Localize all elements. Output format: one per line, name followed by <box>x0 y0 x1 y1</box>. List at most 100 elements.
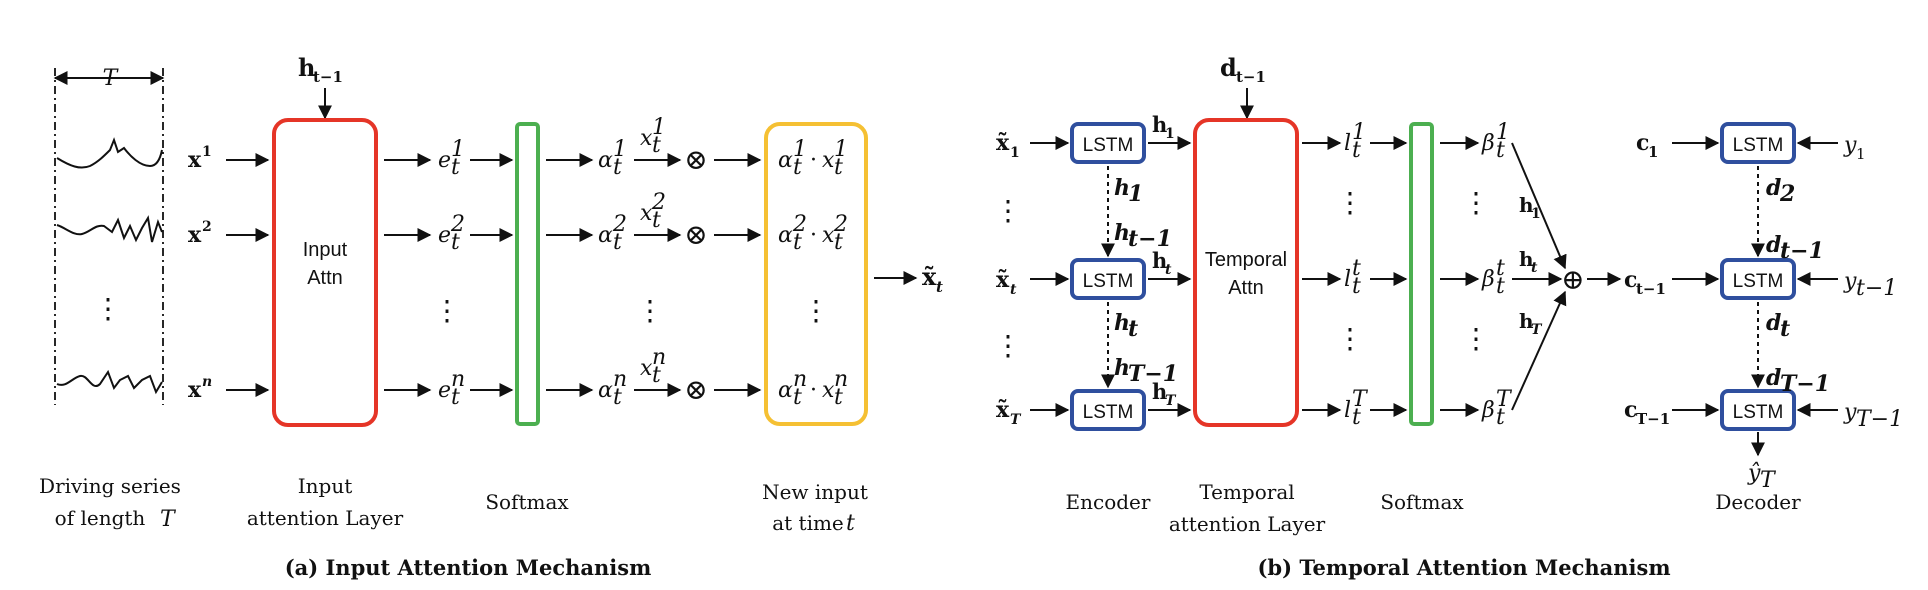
dec-lstm-1 <box>1720 122 1796 164</box>
temporal-attn-box <box>1193 118 1299 427</box>
enc-between-hTm1: h T−1 <box>1114 355 1178 387</box>
svg-text:x: x <box>822 223 835 248</box>
svg-text:y: y <box>1843 133 1857 158</box>
svg-text:1: 1 <box>613 137 627 162</box>
dec-lstm-t-label: LSTM <box>1733 271 1784 292</box>
svg-text:h: h <box>1519 193 1534 217</box>
svg-text:T: T <box>1531 322 1543 338</box>
l-t: l t t <box>1344 256 1361 299</box>
yhat: ŷ T <box>1747 461 1777 493</box>
svg-text:1: 1 <box>202 144 212 160</box>
input-layer-label-2: attention Layer <box>247 506 404 530</box>
svg-text:x̃: x̃ <box>996 267 1010 293</box>
enc-between-h1: h 1 <box>1114 175 1143 207</box>
svg-text:h: h <box>1152 379 1167 404</box>
l-vdots-2: ⋮ <box>1336 322 1364 355</box>
caption-a: (a) Input Attention Mechanism <box>285 555 652 580</box>
svg-text:d: d <box>1766 232 1781 258</box>
svg-text:t: t <box>793 230 802 255</box>
svg-text:t: t <box>652 133 661 158</box>
svg-text:t: t <box>451 385 460 410</box>
svg-text:t: t <box>1128 316 1138 342</box>
enc-lstm-1-label: LSTM <box>1083 135 1134 156</box>
svg-text:t−1: t−1 <box>1128 226 1172 252</box>
new-input-n: α t n · x t n <box>778 367 848 410</box>
series-curve-1 <box>56 137 163 169</box>
temporal-layer-label-2: attention Layer <box>1169 512 1326 536</box>
svg-text:t: t <box>834 230 843 255</box>
input-x1: x 1 <box>188 144 212 173</box>
svg-text:t: t <box>1496 256 1505 281</box>
svg-text:c: c <box>1624 397 1637 423</box>
enc-input-vdots-1: ⋮ <box>994 194 1022 227</box>
svg-text:t: t <box>652 363 661 388</box>
svg-text:2: 2 <box>1779 181 1795 207</box>
temporal-attn-label-2: Attn <box>1228 277 1264 299</box>
dec-lstm-1-label: LSTM <box>1733 135 1784 156</box>
enc-hidden-hT: h T <box>1152 379 1177 409</box>
svg-text:h: h <box>1152 248 1167 273</box>
series-curve-2 <box>56 215 163 243</box>
svg-text:1: 1 <box>1128 181 1143 207</box>
svg-text:1: 1 <box>1165 126 1175 142</box>
energy-e2: e t 2 <box>438 212 465 255</box>
svg-text:h: h <box>298 53 315 82</box>
svg-text:x: x <box>640 201 653 226</box>
dec-y1: y 1 <box>1843 133 1866 163</box>
dec-lstm-T <box>1720 389 1796 431</box>
input-attn-box <box>272 118 378 427</box>
beta-vdots-2: ⋮ <box>1462 322 1490 355</box>
dec-yTm1: y T−1 <box>1843 400 1903 432</box>
output-xt: x̃ t <box>922 262 943 296</box>
svg-text:e: e <box>438 148 451 173</box>
svg-text:t: t <box>613 155 622 180</box>
svg-text:t: t <box>1010 282 1017 298</box>
svg-text:d: d <box>1766 175 1781 201</box>
svg-text:2: 2 <box>202 219 212 235</box>
svg-text:β: β <box>1481 398 1495 423</box>
beta-1: β t 1 <box>1481 120 1510 163</box>
dec-between-dTm1: d T−1 <box>1766 365 1830 397</box>
svg-text:n: n <box>613 367 627 392</box>
enc-input-1: x̃ 1 <box>996 130 1020 161</box>
svg-text:1: 1 <box>652 115 666 140</box>
svg-text:t: t <box>834 155 843 180</box>
dec-between-d2: d 2 <box>1766 175 1795 207</box>
svg-text:x: x <box>640 356 653 381</box>
svg-text:t: t <box>1496 405 1505 430</box>
svg-text:T: T <box>1352 387 1369 412</box>
svg-text:T−1: T−1 <box>1780 371 1830 397</box>
arrow-betaT-oplus <box>1511 290 1567 411</box>
enc-between-ht: h t <box>1114 310 1138 342</box>
input-x2: x 2 <box>188 219 212 248</box>
span-label: T <box>103 66 120 91</box>
dec-context-c1: c 1 <box>1636 130 1658 161</box>
svg-text:y: y <box>1843 400 1857 425</box>
l-vdots-1: ⋮ <box>1336 186 1364 219</box>
svg-text:t: t <box>1352 138 1361 163</box>
svg-text:x: x <box>188 147 202 173</box>
svg-text:l: l <box>1344 267 1351 292</box>
new-input-label-2: at time <box>772 511 844 535</box>
svg-text:y: y <box>1843 269 1857 294</box>
softmax-b-label: Softmax <box>1380 490 1464 514</box>
svg-text:·: · <box>810 223 817 248</box>
panel-b: x̃ 1 x̃ t x̃ T ⋮ ⋮ LSTM LSTM LSTM h 1 h <box>994 53 1903 580</box>
svg-text:T: T <box>1165 393 1177 409</box>
svg-text:1: 1 <box>1856 145 1866 163</box>
input-attn-label-2: Attn <box>307 267 343 289</box>
svg-text:e: e <box>438 378 451 403</box>
svg-text:t−1: t−1 <box>1780 238 1824 264</box>
otimes-1: ⊗ <box>684 143 707 176</box>
l-1: l t 1 <box>1344 120 1366 163</box>
svg-text:c: c <box>1624 267 1637 293</box>
input-xn: x n <box>188 374 212 403</box>
oplus: ⊕ <box>1561 263 1584 296</box>
decoder-label: Decoder <box>1715 490 1801 514</box>
svg-text:T: T <box>1010 412 1022 428</box>
svg-text:c: c <box>1636 130 1649 156</box>
energy-e1: e t 1 <box>438 137 465 180</box>
svg-text:t: t <box>613 230 622 255</box>
temporal-layer-label-1: Temporal <box>1199 480 1294 504</box>
softmax-a-label: Softmax <box>485 490 569 514</box>
